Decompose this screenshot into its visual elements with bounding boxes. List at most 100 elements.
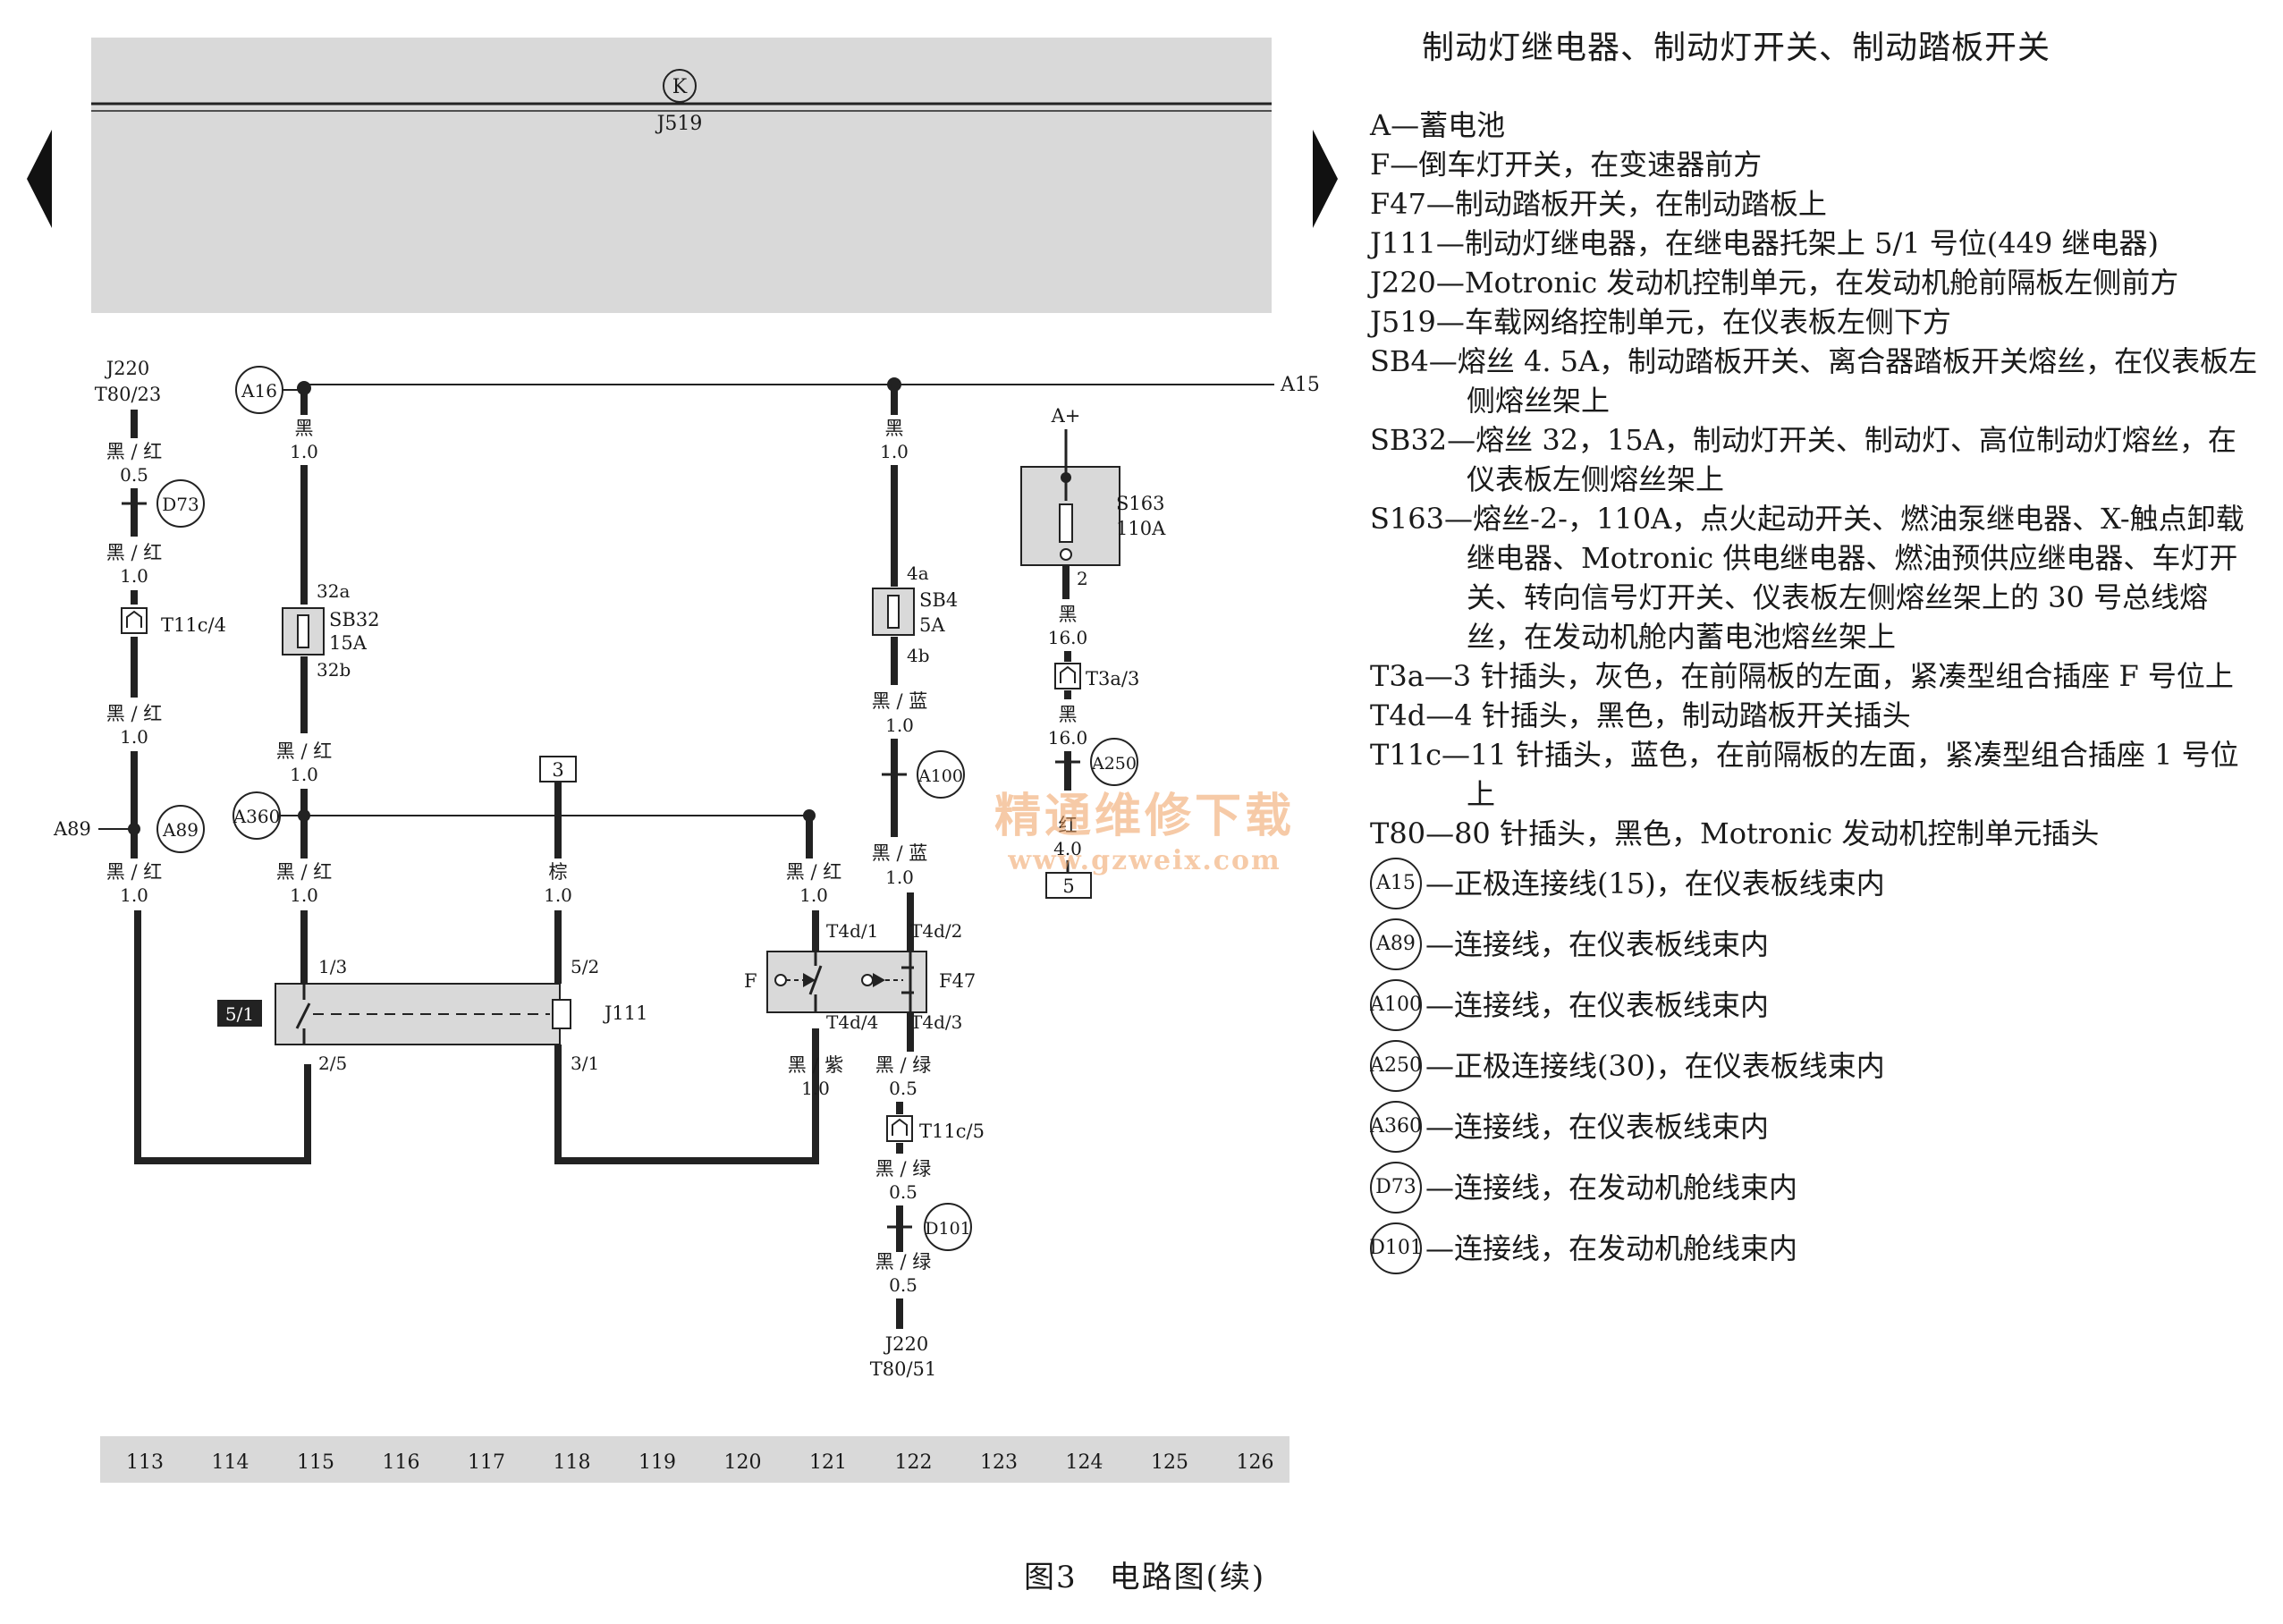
wire-gauge: 0.5	[889, 1078, 917, 1099]
legend-code: F	[1370, 148, 1391, 182]
j220-label: J220	[105, 358, 150, 379]
legend-desc: —Motronic 发动机控制单元，在发动机舱前隔板左侧前方	[1435, 266, 2179, 300]
t80-23-label: T80/23	[95, 384, 162, 405]
watermark-line1: 精通维修下载	[994, 789, 1295, 843]
wire-color: 红	[1059, 815, 1078, 836]
legend-desc: —车载网络控制单元，在仪表板左侧下方	[1435, 305, 1951, 339]
legend-item: S163—熔丝-2-，110A，点火起动开关、燃油泵继电器、X-触点卸载继电器、…	[1370, 499, 2264, 656]
next-page-arrow-icon[interactable]	[1313, 130, 1338, 228]
a100-connection-icon	[917, 750, 965, 799]
a100-label: A100	[917, 766, 963, 786]
pin-label: 4a	[907, 562, 929, 584]
wire-gauge: 4.0	[1053, 838, 1082, 859]
k-ground-icon	[663, 69, 697, 103]
legend-desc: —熔丝-2-，110A，点火起动开关、燃油泵继电器、X-触点卸载继电器、Motr…	[1444, 502, 2245, 654]
relay-position-tag	[217, 1000, 262, 1027]
connection-circle-icon: A15	[1370, 858, 1422, 909]
wire-color: 黑 / 红	[106, 441, 162, 462]
connection-item: A100—连接线，在仪表板线束内	[1370, 975, 2264, 1036]
wire-color: 黑 / 绿	[875, 1251, 931, 1273]
grid-number: 124	[1066, 1451, 1103, 1474]
t11c-4-label: T11c/4	[161, 614, 226, 636]
j111-label: J111	[603, 1002, 648, 1024]
j519-panel	[91, 38, 1272, 313]
legend-code: T4d	[1370, 698, 1426, 732]
wire-gauge: 0.5	[889, 1181, 917, 1203]
grid-number: 116	[383, 1451, 420, 1474]
legend-desc: —倒车灯开关，在变速器前方	[1390, 148, 1763, 182]
grid-number: 118	[554, 1451, 591, 1474]
grid-number-strip	[100, 1436, 1289, 1483]
sb4-value: 5A	[919, 614, 945, 636]
connection-desc: —连接线，在发动机舱线束内	[1425, 1231, 1798, 1265]
wire-color: 黑 / 红	[106, 861, 162, 883]
grid-number: 126	[1237, 1451, 1274, 1474]
legend-desc: —3 针插头，灰色，在前隔板的左面，紧凑型组合插座 F 号位上	[1424, 659, 2234, 693]
box-3-label: 3	[552, 759, 563, 781]
column-124: A+ S163 110A 2 黑 16.0 T3a/3 黑 16.0 A250 …	[1020, 405, 1166, 899]
wire-color: 黑	[1059, 604, 1078, 625]
grid-number: 122	[895, 1451, 933, 1474]
header-symbol: K	[672, 76, 688, 98]
wire-color: 黑 / 绿	[875, 1054, 931, 1076]
box-5-label: 5	[1062, 875, 1074, 897]
wire-color: 黑 / 红	[106, 703, 162, 724]
bus-label: A15	[1280, 374, 1320, 396]
grid-number: 114	[212, 1451, 249, 1474]
legend-item: J111—制动灯继电器，在继电器托架上 5/1 号位(449 继电器)	[1370, 224, 2264, 263]
d101-label: D101	[925, 1219, 971, 1239]
pin-label: 32a	[317, 580, 350, 602]
a89-side-label: A89	[53, 818, 91, 840]
wire-gauge: 0.5	[889, 1274, 917, 1296]
legend-item: J220—Motronic 发动机控制单元，在发动机舱前隔板左侧前方	[1370, 263, 2264, 302]
legend-item: F—倒车灯开关，在变速器前方	[1370, 145, 2264, 184]
legend-desc: —熔丝 4. 5A，制动踏板开关、离合器踏板开关熔丝，在仪表板左侧熔丝架上	[1428, 344, 2258, 418]
watermark: 精通维修下载 www.gzweix.com	[984, 778, 1306, 876]
wire-gauge: 1.0	[880, 441, 909, 462]
prev-page-arrow-icon[interactable]	[27, 130, 52, 228]
wire-color: 黑 / 蓝	[872, 690, 927, 712]
pin-label: 2	[1077, 568, 1088, 589]
grid-number: 117	[468, 1451, 505, 1474]
figure-caption: 图3 电路图(续)	[1024, 1560, 1266, 1595]
column-115: A16 黑 1.0 32a SB32 15A 32b 黑 / 红 1.0 A36…	[217, 366, 809, 1074]
connection-item: A15—正极连接线(15)，在仪表板线束内	[1370, 853, 2264, 914]
f47-label: F47	[939, 970, 976, 992]
connection-item: D101—连接线，在发动机舱线束内	[1369, 1218, 2264, 1279]
box-5	[1045, 872, 1092, 899]
d101-connection-icon	[924, 1203, 972, 1251]
legend-code: J111	[1370, 226, 1436, 260]
f-switch-label: F	[744, 970, 757, 992]
wire-gauge: 16.0	[1048, 627, 1088, 648]
legend-desc: —熔丝 32，15A，制动灯开关、制动灯、高位制动灯熔丝，在仪表板左侧熔丝架上	[1447, 423, 2236, 496]
t80-51-label: T80/51	[870, 1358, 937, 1380]
a250-label: A250	[1091, 754, 1137, 774]
wire-gauge: 0.5	[120, 464, 148, 486]
wire-gauge: 1.0	[120, 565, 148, 587]
pin-label: 4b	[907, 645, 930, 666]
legend-code: T11c	[1370, 738, 1442, 772]
connection-desc: —连接线，在仪表板线束内	[1425, 927, 1770, 961]
column-118: 3 棕 1.0 5/2 3/1	[539, 756, 819, 1164]
legend-desc: —制动踏板开关，在制动踏板上	[1425, 187, 1827, 221]
grid-number: 113	[126, 1451, 164, 1474]
pin-label: T4d/2	[910, 920, 962, 942]
legend-item: T3a—3 针插头，灰色，在前隔板的左面，紧凑型组合插座 F 号位上	[1370, 656, 2264, 696]
grid-number: 119	[638, 1451, 676, 1474]
wire-color: 棕	[549, 861, 568, 883]
a360-label: A360	[233, 806, 281, 827]
legend-code: T3a	[1370, 659, 1425, 693]
a16-label: A16	[241, 380, 277, 402]
wire-color: 黑 / 绿	[875, 1158, 931, 1180]
grid-number: 115	[297, 1451, 334, 1474]
pin-label: 3/1	[571, 1053, 599, 1074]
sb4-label: SB4	[919, 589, 958, 611]
a89-connection-icon	[156, 805, 205, 853]
connection-circle-icon: A89	[1370, 918, 1422, 970]
wire-gauge: 1.0	[120, 726, 148, 748]
